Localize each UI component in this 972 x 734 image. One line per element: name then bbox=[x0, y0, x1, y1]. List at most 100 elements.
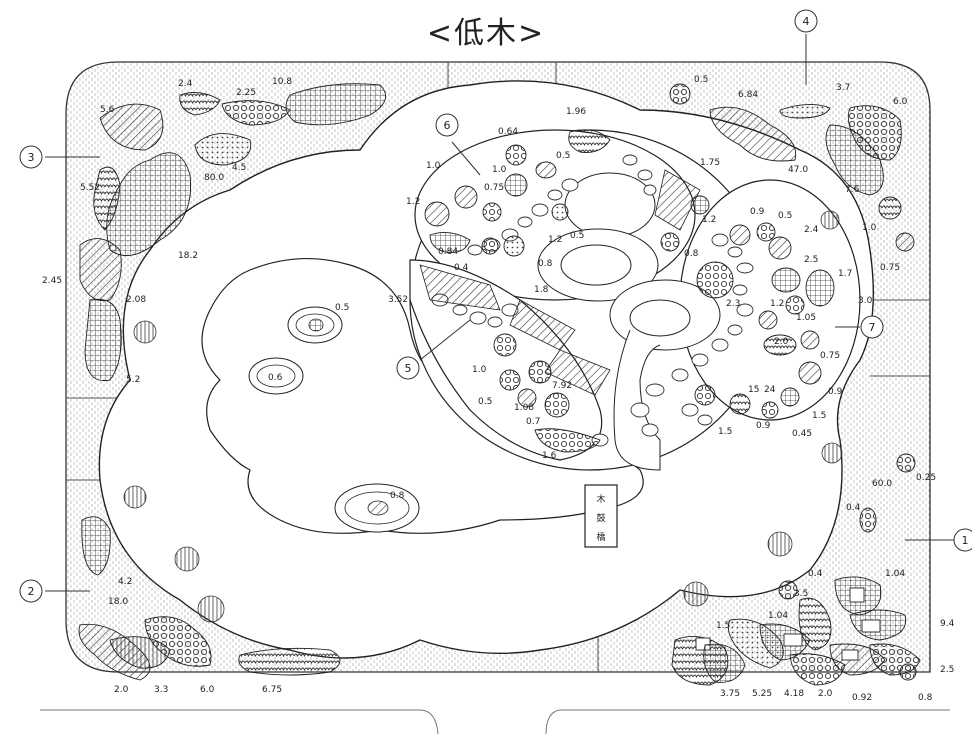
area-label: 0.84 bbox=[438, 247, 458, 257]
area-label: 2.4 bbox=[804, 225, 819, 235]
area-label: 18.2 bbox=[178, 251, 198, 261]
area-label: 0.6 bbox=[268, 373, 283, 383]
area-label: 7.92 bbox=[552, 381, 572, 391]
area-label: 47.0 bbox=[788, 165, 808, 175]
area-label: 4.5 bbox=[232, 163, 246, 173]
bridge-char-1: 木 bbox=[596, 493, 605, 505]
wooden-drum-bridge bbox=[584, 484, 618, 548]
area-label: 1.0 bbox=[472, 365, 487, 375]
shrubs-northeast bbox=[669, 83, 915, 252]
lawn-trees bbox=[123, 210, 843, 623]
central-rocks bbox=[537, 172, 721, 471]
area-label: 1.2 bbox=[702, 215, 716, 225]
area-label: 0.5 bbox=[570, 231, 584, 241]
area-label: 0.5 bbox=[778, 211, 792, 221]
area-label: 0.9 bbox=[750, 207, 765, 217]
area-label: 5.6 bbox=[100, 105, 115, 115]
area-label: 1.0 bbox=[862, 223, 877, 233]
shrubs-southwest bbox=[78, 516, 341, 681]
area-label: 0.8 bbox=[918, 693, 933, 703]
bridge-char-2: 鼓 bbox=[596, 512, 605, 524]
area-label: 2.5 bbox=[940, 665, 954, 675]
area-label: 1.2 bbox=[406, 197, 420, 207]
area-label: 2.25 bbox=[236, 88, 256, 98]
zone-6-label: 6 bbox=[444, 119, 451, 132]
area-label: 0.45 bbox=[792, 429, 812, 439]
area-label: 24 bbox=[764, 385, 776, 395]
area-label: 3.52 bbox=[388, 295, 408, 305]
zone-7-label: 7 bbox=[869, 321, 876, 334]
area-label: 1.0 bbox=[426, 161, 441, 171]
area-label: 2.08 bbox=[126, 295, 146, 305]
zone-1-label: 1 bbox=[962, 534, 969, 547]
area-label: 3.5 bbox=[794, 589, 808, 599]
area-label: 0.75 bbox=[880, 263, 900, 273]
area-label: 1.05 bbox=[796, 313, 816, 323]
island-5-striped-beds bbox=[419, 169, 701, 396]
area-label: 1.08 bbox=[514, 403, 534, 413]
area-label: 0.75 bbox=[484, 183, 504, 193]
area-label: 1.5 bbox=[718, 427, 732, 437]
shrubs-island-6 bbox=[424, 129, 710, 257]
area-label: 80.0 bbox=[204, 173, 224, 183]
area-label: 0.8 bbox=[538, 259, 553, 269]
area-label: 10.8 bbox=[272, 77, 292, 87]
area-label: 2.4 bbox=[178, 79, 193, 89]
area-label: 0.64 bbox=[498, 127, 518, 137]
area-label: 3.3 bbox=[154, 685, 168, 695]
area-label: 0.75 bbox=[820, 351, 840, 361]
area-label: 2.0 bbox=[114, 685, 129, 695]
area-label: 0.5 bbox=[556, 151, 570, 161]
area-label: 0.5 bbox=[478, 397, 492, 407]
area-label: 1.0 bbox=[492, 165, 507, 175]
area-label: 7.6 bbox=[845, 185, 860, 195]
lower-outline-right bbox=[545, 709, 950, 734]
zone-3-label: 3 bbox=[28, 151, 35, 164]
area-label: 4.18 bbox=[784, 689, 804, 699]
area-label: 5.2 bbox=[126, 375, 140, 385]
area-label: 4.2 bbox=[118, 577, 132, 587]
area-label: 0.4 bbox=[846, 503, 861, 513]
area-label: 60.0 bbox=[872, 479, 892, 489]
area-label: 5.52 bbox=[80, 183, 100, 193]
area-label: 1.7 bbox=[838, 269, 852, 279]
area-label: 0.7 bbox=[526, 417, 540, 427]
bridge-char-3: 橋 bbox=[596, 531, 605, 543]
area-label: 6.0 bbox=[200, 685, 215, 695]
area-label: 0.5 bbox=[335, 303, 349, 313]
area-label: 1.5 bbox=[812, 411, 826, 421]
shrubs-east bbox=[859, 453, 916, 533]
area-label: 1.04 bbox=[768, 611, 788, 621]
area-label: 5.25 bbox=[752, 689, 772, 699]
zone-markers bbox=[19, 9, 972, 603]
area-label: 3.7 bbox=[836, 83, 850, 93]
plan-title: <低木> bbox=[426, 16, 546, 51]
area-label: 1.8 bbox=[534, 285, 549, 295]
zone-2-label: 2 bbox=[28, 585, 35, 598]
area-label: 6.0 bbox=[893, 97, 908, 107]
area-label: 2.5 bbox=[804, 255, 818, 265]
area-label: 15 bbox=[748, 385, 759, 395]
shrubs-island-7 bbox=[694, 222, 835, 419]
area-label: 6.84 bbox=[738, 90, 758, 100]
area-label: 18.0 bbox=[108, 597, 128, 607]
area-label: 0.25 bbox=[916, 473, 936, 483]
area-label: 3.0 bbox=[858, 296, 873, 306]
shrubs-island-5 bbox=[493, 333, 601, 453]
area-label: 1.04 bbox=[885, 569, 905, 579]
zone-4-label: 4 bbox=[803, 15, 810, 28]
area-label: 2.0 bbox=[774, 337, 789, 347]
area-label: 2.0 bbox=[818, 689, 833, 699]
shrubs-southeast bbox=[671, 576, 921, 686]
area-label: 0.8 bbox=[390, 491, 405, 501]
pond-islands bbox=[248, 306, 420, 533]
area-label: 6.75 bbox=[262, 685, 282, 695]
area-label: 0.8 bbox=[684, 249, 699, 259]
area-label: 0.92 bbox=[852, 693, 872, 703]
area-label: 1.2 bbox=[548, 235, 562, 245]
area-label: 1.96 bbox=[566, 107, 586, 117]
shrubs-northwest bbox=[79, 83, 387, 382]
